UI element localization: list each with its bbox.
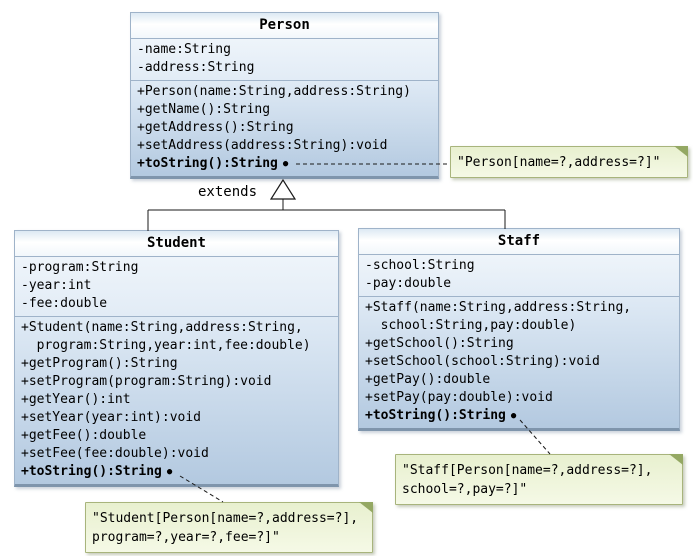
method-line: +getFee():double	[21, 428, 147, 443]
method-line: +Staff(name:String,address:String,	[365, 300, 632, 315]
note-text-line: "Student[Person[name=?,address=?],	[92, 511, 359, 526]
student-class-box: Student -program:String -year:int -fee:dou…	[14, 230, 339, 487]
method-line: +getPay():double	[365, 372, 491, 387]
method-line: +getAddress():String	[137, 120, 294, 135]
person-class-title: Person	[131, 13, 438, 38]
method-line: +setSchool(school:String):void	[365, 354, 600, 369]
method-line: school:String,pay:double)	[365, 318, 577, 333]
method-line: +setAddress(address:String):void	[137, 138, 388, 153]
staff-class-title: Staff	[359, 229, 679, 254]
student-tostring-note: "Student[Person[name=?,address=?], progra…	[85, 502, 373, 553]
note-text-line: school=?,pay=?]"	[402, 482, 528, 497]
staff-tostring-note: "Staff[Person[name=?,address=?], school=?…	[395, 454, 683, 505]
person-class-box: Person -name:String -address:String +Pers…	[130, 12, 439, 179]
method-line: +setYear(year:int):void	[21, 410, 202, 425]
attribute-line: -school:String	[365, 258, 475, 273]
note-text-line: "Staff[Person[name=?,address=?],	[402, 463, 653, 478]
attribute-line: -year:int	[21, 278, 92, 293]
staff-class-box: Staff -school:String -pay:double +Staff(n…	[358, 228, 680, 431]
connector-bullet-icon: ●	[166, 467, 173, 477]
method-line: +getProgram():String	[21, 356, 178, 371]
method-line: +toString():String●	[21, 464, 173, 479]
student-class-title: Student	[15, 231, 338, 256]
method-line: +Person(name:String,address:String)	[137, 84, 411, 99]
student-methods-compartment: +Student(name:String,address:String, pro…	[15, 316, 338, 484]
extends-label: extends	[198, 184, 258, 200]
staff-methods-compartment: +Staff(name:String,address:String, schoo…	[359, 296, 679, 428]
method-line: +setFee(fee:double):void	[21, 446, 209, 461]
attribute-line: -address:String	[137, 60, 255, 75]
method-line: +toString():String●	[365, 408, 517, 423]
attribute-line: -program:String	[21, 260, 139, 275]
method-line: program:String,year:int,fee:double)	[21, 338, 311, 353]
method-line: +toString():String●	[137, 156, 289, 171]
connector-bullet-icon: ●	[282, 159, 289, 169]
method-line: +getName():String	[137, 102, 271, 117]
person-attributes-compartment: -name:String -address:String	[131, 38, 438, 80]
attribute-line: -name:String	[137, 42, 231, 57]
note-text-line: "Person[name=?,address=?]"	[457, 155, 661, 170]
method-line: +Student(name:String,address:String,	[21, 320, 303, 335]
person-methods-compartment: +Person(name:String,address:String) +getN…	[131, 80, 438, 176]
connector-bullet-icon: ●	[510, 411, 517, 421]
person-tostring-note: "Person[name=?,address=?]"	[450, 146, 688, 178]
student-attributes-compartment: -program:String -year:int -fee:double	[15, 256, 338, 316]
method-line: +setProgram(program:String):void	[21, 374, 272, 389]
inheritance-triangle-icon	[269, 178, 297, 200]
method-line: +getYear():int	[21, 392, 131, 407]
staff-attributes-compartment: -school:String -pay:double	[359, 254, 679, 296]
method-line: +setPay(pay:double):void	[365, 390, 553, 405]
attribute-line: -pay:double	[365, 276, 452, 291]
method-line: +getSchool():String	[365, 336, 514, 351]
note-text-line: program=?,year=?,fee=?]"	[92, 530, 280, 545]
attribute-line: -fee:double	[21, 296, 108, 311]
